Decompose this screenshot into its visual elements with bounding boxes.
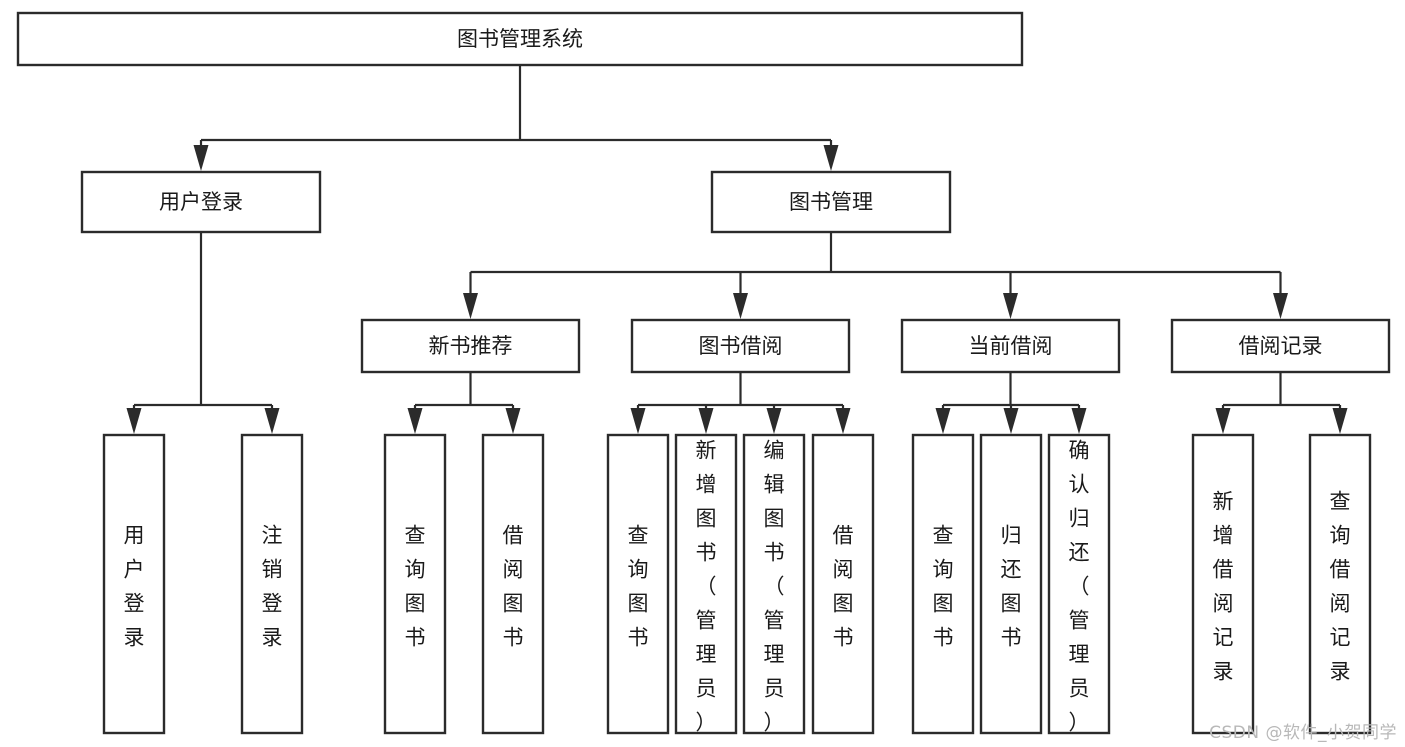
- node-box-n13[interactable]: [742, 433, 806, 735]
- node-n9[interactable]: 查询图书: [383, 433, 447, 735]
- node-box-n5[interactable]: [900, 318, 1121, 374]
- node-label-n19: 查询借阅记录: [1330, 490, 1351, 684]
- node-n3[interactable]: 新书推荐: [360, 318, 581, 374]
- node-n15[interactable]: 查询图书: [911, 433, 975, 735]
- node-box-n19[interactable]: [1308, 433, 1372, 735]
- csdn-watermark: CSDN @软件_小贺同学: [1209, 723, 1397, 743]
- node-n14[interactable]: 借阅图书: [811, 433, 875, 735]
- node-label-n4: 图书借阅: [699, 334, 783, 358]
- node-box-n18[interactable]: [1191, 433, 1255, 735]
- node-n0[interactable]: 图书管理系统: [16, 11, 1024, 67]
- node-n10[interactable]: 借阅图书: [481, 433, 545, 735]
- edge-group-n5: [935, 372, 1087, 434]
- edge-group-n4: [630, 372, 851, 434]
- edge-group-n0: [193, 65, 839, 171]
- node-box-n6[interactable]: [1170, 318, 1391, 374]
- node-label-n14: 借阅图书: [833, 524, 854, 650]
- node-n4[interactable]: 图书借阅: [630, 318, 851, 374]
- node-n11[interactable]: 查询图书: [606, 433, 670, 735]
- node-label-n17: 确认归还（管理员）: [1069, 439, 1090, 735]
- edge-group-n6: [1215, 372, 1348, 434]
- node-label-n8: 注销登录: [262, 524, 283, 650]
- node-label-n2: 图书管理: [789, 190, 873, 214]
- node-box-n10[interactable]: [481, 433, 545, 735]
- node-label-n9: 查询图书: [405, 524, 426, 650]
- edge-group-n3: [407, 372, 521, 434]
- node-box-n0[interactable]: [16, 11, 1024, 67]
- node-box-n14[interactable]: [811, 433, 875, 735]
- node-n18[interactable]: 新增借阅记录: [1191, 433, 1255, 735]
- node-label-n12: 新增图书（管理员）: [696, 439, 717, 735]
- node-box-n11[interactable]: [606, 433, 670, 735]
- node-n13[interactable]: 编辑图书（管理员）: [742, 433, 806, 735]
- node-label-n18: 新增借阅记录: [1213, 490, 1234, 684]
- node-n12[interactable]: 新增图书（管理员）: [674, 433, 738, 735]
- node-box-n3[interactable]: [360, 318, 581, 374]
- node-box-n1[interactable]: [80, 170, 322, 234]
- node-n7[interactable]: 用户登录: [102, 433, 166, 735]
- node-box-n8[interactable]: [240, 433, 304, 735]
- node-n16[interactable]: 归还图书: [979, 433, 1043, 735]
- edge-group-n1: [126, 232, 280, 434]
- edge-group-n2: [463, 232, 1288, 319]
- node-label-n10: 借阅图书: [503, 524, 524, 650]
- node-label-n0: 图书管理系统: [457, 27, 583, 51]
- node-label-n5: 当前借阅: [969, 334, 1053, 358]
- node-label-n13: 编辑图书（管理员）: [764, 439, 785, 735]
- node-n8[interactable]: 注销登录: [240, 433, 304, 735]
- node-box-n9[interactable]: [383, 433, 447, 735]
- node-label-n15: 查询图书: [933, 524, 954, 650]
- node-box-n15[interactable]: [911, 433, 975, 735]
- node-box-n7[interactable]: [102, 433, 166, 735]
- node-box-n17[interactable]: [1047, 433, 1111, 735]
- node-label-n1: 用户登录: [159, 190, 243, 214]
- node-box-n2[interactable]: [710, 170, 952, 234]
- node-label-n16: 归还图书: [1001, 524, 1022, 650]
- node-label-n3: 新书推荐: [429, 334, 513, 358]
- node-box-n4[interactable]: [630, 318, 851, 374]
- node-box-n12[interactable]: [674, 433, 738, 735]
- node-box-n16[interactable]: [979, 433, 1043, 735]
- node-label-n7: 用户登录: [124, 524, 145, 650]
- node-n19[interactable]: 查询借阅记录: [1308, 433, 1372, 735]
- node-n5[interactable]: 当前借阅: [900, 318, 1121, 374]
- node-layer: 图书管理系统用户登录图书管理新书推荐图书借阅当前借阅借阅记录用户登录注销登录查询…: [16, 11, 1391, 735]
- node-n2[interactable]: 图书管理: [710, 170, 952, 234]
- node-n17[interactable]: 确认归还（管理员）: [1047, 433, 1111, 735]
- connector-layer: [126, 65, 1348, 434]
- node-label-n11: 查询图书: [628, 524, 649, 650]
- node-label-n6: 借阅记录: [1239, 334, 1323, 358]
- node-n1[interactable]: 用户登录: [80, 170, 322, 234]
- node-n6[interactable]: 借阅记录: [1170, 318, 1391, 374]
